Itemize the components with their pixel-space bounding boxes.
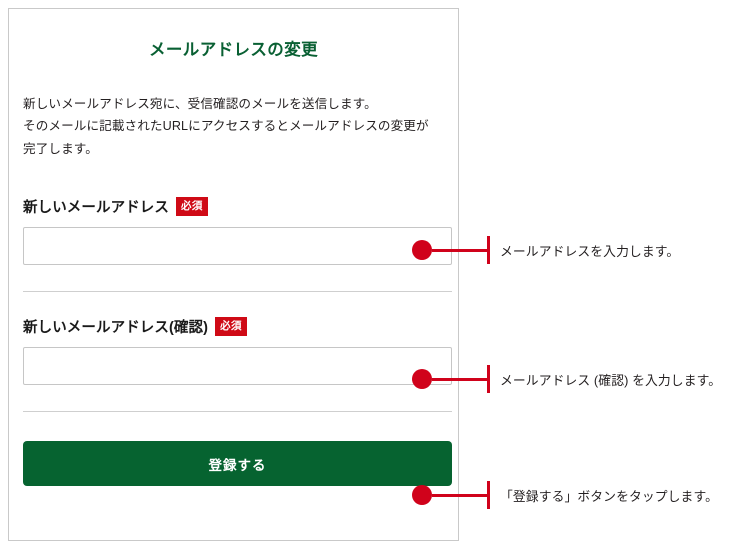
annotation-new-email-confirm: メールアドレス (確認) を入力します。: [412, 365, 721, 393]
annotation-text-new-email-confirm: メールアドレス (確認) を入力します。: [500, 372, 722, 388]
field-label-new-email: 新しいメールアドレス: [23, 200, 169, 217]
form-card: メールアドレスの変更 新しいメールアドレス宛に、受信確認のメールを送信します。 …: [8, 8, 459, 541]
annotation-new-email: メールアドレスを入力します。: [412, 236, 679, 264]
annotation-text-register-button: 「登録する」ボタンをタップします。: [500, 488, 718, 504]
form-card-inner: メールアドレスの変更 新しいメールアドレス宛に、受信確認のメールを送信します。 …: [9, 9, 458, 487]
field-label-row: 新しいメールアドレス(確認) 必須: [23, 316, 444, 337]
callout-dot-icon: [412, 369, 432, 389]
divider-1: [23, 291, 452, 293]
annotation-text-new-email: メールアドレスを入力します。: [500, 243, 680, 259]
spacer: [23, 385, 444, 411]
field-new-email: 新しいメールアドレス 必須: [23, 196, 452, 266]
new-email-input[interactable]: [23, 227, 452, 266]
register-button[interactable]: 登録する: [23, 441, 452, 487]
new-email-confirm-input[interactable]: [23, 347, 452, 386]
callout-dot-icon: [412, 240, 432, 260]
callout-leader-line: [432, 377, 487, 381]
submit-row: 登録する: [23, 441, 452, 487]
required-badge: 必須: [176, 197, 208, 216]
lead-line-1: 新しいメールアドレス宛に、受信確認のメールを送信します。: [23, 97, 377, 111]
page-title: メールアドレスの変更: [149, 41, 318, 59]
callout-end-bar-icon: [487, 236, 490, 264]
field-label-new-email-confirm: 新しいメールアドレス(確認): [23, 320, 209, 337]
callout-end-bar-icon: [487, 481, 490, 509]
callout-dot-icon: [412, 485, 432, 505]
required-badge: 必須: [215, 317, 247, 336]
lead-line-2: そのメールに記載されたURLにアクセスするとメールアドレスの変更が: [23, 119, 429, 134]
lead-description: 新しいメールアドレス宛に、受信確認のメールを送信します。 そのメールに記載された…: [23, 60, 444, 160]
annotation-register-button: 「登録する」ボタンをタップします。: [412, 481, 718, 509]
field-new-email-confirm: 新しいメールアドレス(確認) 必須: [23, 316, 452, 386]
callout-end-bar-icon: [487, 365, 490, 393]
callout-leader-line: [432, 248, 487, 252]
field-label-row: 新しいメールアドレス 必須: [23, 196, 444, 217]
callout-leader-line: [432, 493, 487, 497]
spacer: [23, 265, 444, 291]
divider-2: [23, 411, 452, 413]
lead-line-3: 完了します。: [23, 141, 98, 156]
